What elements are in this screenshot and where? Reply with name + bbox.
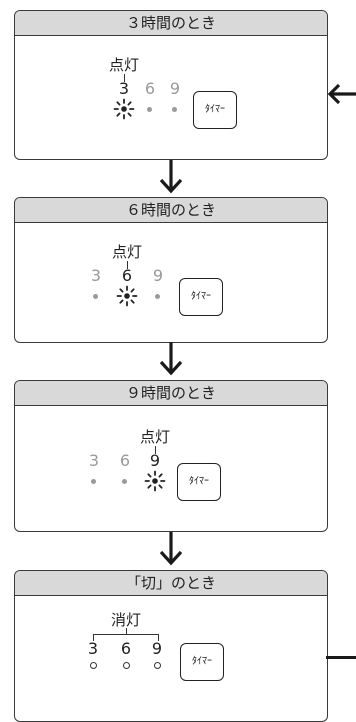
panel-3-hours: ３時間のとき 点灯 3 6 9 ﾀｲﾏｰ	[14, 10, 328, 160]
hour-number-9: 9	[169, 79, 181, 98]
panel-header: ６時間のとき	[15, 198, 327, 223]
lamp-on-label: 点灯	[111, 243, 142, 261]
down-arrow-icon	[159, 532, 183, 566]
lamp-off-icon	[123, 662, 130, 669]
hour-number-9: 9	[152, 266, 164, 285]
panel-header: ３時間のとき	[15, 11, 327, 36]
hour-number-6: 6	[120, 639, 132, 658]
label-tick	[124, 74, 126, 82]
label-tick	[126, 628, 128, 634]
lamp-off-icon	[90, 662, 97, 669]
lamp-off-icon	[154, 662, 161, 669]
blinking-lamp-icon	[144, 470, 166, 492]
timer-button[interactable]: ﾀｲﾏｰ	[179, 278, 223, 316]
hour-number-6: 6	[144, 79, 156, 98]
panel-off: 「切」のとき 消灯 3 6 9 ﾀｲﾏｰ	[14, 570, 328, 722]
hour-number-3: 3	[118, 79, 130, 98]
down-arrow-icon	[159, 160, 183, 194]
lamp-dot-6	[122, 479, 127, 484]
hour-number-6: 6	[121, 266, 133, 285]
blinking-lamp-icon	[116, 285, 138, 307]
timer-button[interactable]: ﾀｲﾏｰ	[180, 643, 224, 681]
label-tick	[155, 446, 157, 454]
hour-number-3: 3	[88, 451, 100, 470]
lamp-on-label: 点灯	[108, 56, 139, 74]
timer-button[interactable]: ﾀｲﾏｰ	[193, 91, 237, 129]
return-connector-line	[326, 656, 356, 659]
panel-header: ９時間のとき	[15, 381, 327, 406]
lamp-on-label: 点灯	[139, 428, 170, 446]
lamp-dot-3	[91, 479, 96, 484]
panel-9-hours: ９時間のとき 点灯 3 6 9 ﾀｲﾏｰ	[14, 380, 328, 532]
down-arrow-icon	[159, 342, 183, 376]
lamp-off-label: 消灯	[110, 611, 141, 629]
hour-number-3: 3	[90, 266, 102, 285]
lamp-dot-9	[172, 107, 177, 112]
panel-6-hours: ６時間のとき 点灯 3 6 9 ﾀｲﾏｰ	[14, 197, 328, 343]
lamp-dot-6	[147, 107, 152, 112]
hour-number-9: 9	[151, 639, 163, 658]
lamp-dot-9	[155, 294, 160, 299]
blinking-lamp-icon	[113, 98, 135, 120]
lamp-dot-3	[93, 294, 98, 299]
left-arrow-icon	[327, 83, 356, 105]
hour-number-3: 3	[87, 639, 99, 658]
hour-number-9: 9	[149, 451, 161, 470]
timer-button[interactable]: ﾀｲﾏｰ	[177, 463, 221, 501]
off-bracket	[93, 634, 159, 641]
panel-header: 「切」のとき	[15, 571, 327, 596]
hour-number-6: 6	[119, 451, 131, 470]
label-tick	[127, 261, 129, 269]
